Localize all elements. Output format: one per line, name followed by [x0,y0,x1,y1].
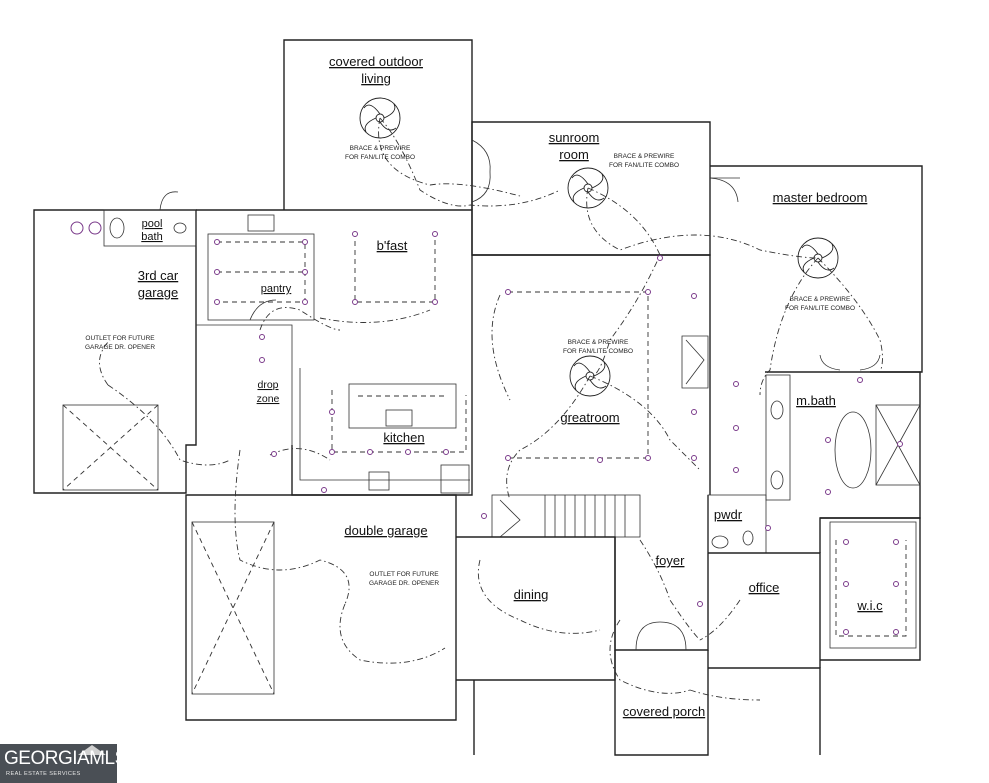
note-fan-outdoor-2: FOR FAN/LITE COMBO [345,154,415,161]
ceiling-fan-outdoor-icon [359,97,401,139]
plumbing-fixtures [70,217,784,549]
ceiling-fan-greatroom-icon [569,355,611,397]
ceiling-fan-sunroom-icon [567,167,609,209]
note-outlet-3rd: OUTLET FOR FUTURE [85,335,155,342]
label-kitchen: kitchen [383,430,424,445]
note-fan-sunroom-2: FOR FAN/LITE COMBO [609,162,679,169]
label-sunroom-2: room [559,147,589,162]
walls [33,39,923,756]
label-greatroom: greatroom [560,410,619,425]
roof-icon [78,745,106,755]
note-outlet-3rd-2: GARAGE DR. OPENER [85,344,155,351]
label-wic: w.i.c [856,598,883,613]
label-3rd-car-garage: 3rd car [138,268,179,283]
label-pantry: pantry [261,283,292,295]
label-double-garage: double garage [344,523,427,538]
wiring [99,117,907,701]
logo-tagline: REAL ESTATE SERVICES [6,771,81,777]
label-covered-outdoor-living: covered outdoor [329,54,424,69]
note-outlet-double-2: GARAGE DR. OPENER [369,580,439,587]
room-labels: covered outdoor living sunroom room mast… [138,54,883,719]
label-drop-zone-2: zone [257,393,280,405]
annotation-notes: BRACE & PREWIRE FOR FAN/LITE COMBO BRACE… [85,145,855,587]
label-foyer: foyer [656,553,686,568]
label-master-bedroom: master bedroom [773,190,868,205]
label-pool-bath-2: bath [141,231,162,243]
light-fixtures [214,231,903,635]
label-3rd-car-garage-2: garage [138,285,178,300]
label-m-bath: m.bath [796,393,836,408]
logo-brand: GEORGIAMLS [4,748,127,769]
note-fan-master: BRACE & PREWIRE [790,296,851,303]
note-fan-greatroom-2: FOR FAN/LITE COMBO [563,348,633,355]
georgia-mls-logo: GEORGIAMLS REAL ESTATE SERVICES [0,744,127,783]
label-pwdr: pwdr [714,507,743,522]
note-fan-greatroom: BRACE & PREWIRE [568,339,629,346]
ceiling-fan-master-icon [797,237,839,279]
label-office: office [749,580,780,595]
note-fan-outdoor: BRACE & PREWIRE [350,145,411,152]
label-sunroom: sunroom [549,130,600,145]
label-bfast: b'fast [377,238,408,253]
note-fan-sunroom: BRACE & PREWIRE [614,153,675,160]
label-pool-bath: pool [142,218,163,230]
note-outlet-double: OUTLET FOR FUTURE [369,571,439,578]
label-drop-zone: drop [257,379,278,391]
label-dining: dining [514,587,549,602]
note-fan-master-2: FOR FAN/LITE COMBO [785,305,855,312]
label-covered-outdoor-living-2: living [361,71,391,86]
label-covered-porch: covered porch [623,704,705,719]
